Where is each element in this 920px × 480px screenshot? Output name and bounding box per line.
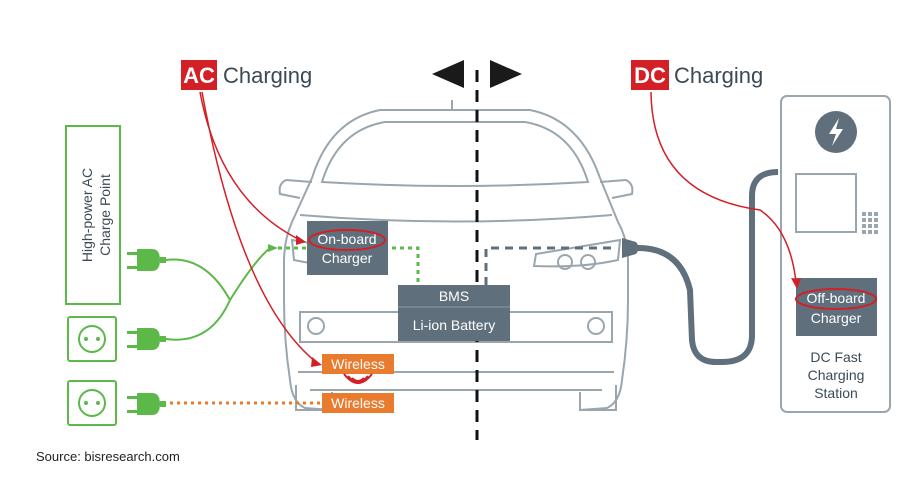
arrowhead-icon xyxy=(311,357,322,367)
onboard-charger-label-2: Charger xyxy=(322,250,373,266)
battery-label: Li-ion Battery xyxy=(413,317,495,333)
dc-badge xyxy=(631,60,669,90)
station-screen xyxy=(795,173,857,233)
ac-cable xyxy=(165,247,271,302)
bolt-icon xyxy=(829,118,843,146)
ac-badge xyxy=(181,60,217,90)
offboard-charger-label-2: Charger xyxy=(811,310,862,326)
keypad-icon xyxy=(862,212,878,234)
wireless-car-label: Wireless xyxy=(331,356,385,372)
station-label-3: Station xyxy=(814,385,858,401)
offboard-highlight-circle xyxy=(795,288,877,310)
plug-icon xyxy=(127,393,166,415)
dc-title-text: Charging xyxy=(674,63,763,88)
ac-dotted-link xyxy=(278,246,420,286)
right-arrow-icon xyxy=(490,60,522,88)
onboard-charger-label-1: On-board xyxy=(317,231,376,247)
socket-icon xyxy=(67,380,117,426)
arrowhead-icon xyxy=(791,278,801,289)
ac-charge-point-box xyxy=(65,125,121,305)
station-label-1: DC Fast xyxy=(810,349,861,365)
ac-badge-text: AC xyxy=(183,63,215,88)
station-label-2: Charging xyxy=(808,367,865,383)
cable-end-icon xyxy=(268,244,278,252)
right-headlight xyxy=(532,238,622,335)
wireless-signal-icon xyxy=(343,373,373,384)
plug-icon xyxy=(127,249,166,271)
plug-icon xyxy=(127,328,166,350)
ac-red-arrows xyxy=(199,91,317,363)
dc-red-arrow xyxy=(650,91,797,283)
socket-icon xyxy=(67,316,117,362)
wireless-ground-label: Wireless xyxy=(331,395,385,411)
arrowhead-icon xyxy=(296,235,306,245)
car-outline xyxy=(278,100,634,411)
source-credit: Source: bisresearch.com xyxy=(36,449,180,464)
bms-label: BMS xyxy=(439,288,469,304)
dc-plug-icon xyxy=(622,238,640,258)
wireless-ground-box xyxy=(322,393,394,413)
wireless-car-box xyxy=(322,354,394,374)
ac-title-text: Charging xyxy=(223,63,312,88)
ac-charge-point-label-2: Charge Point xyxy=(97,174,113,256)
dc-badge-text: DC xyxy=(634,63,666,88)
offboard-charger-label-1: Off-board xyxy=(807,290,866,306)
onboard-highlight-circle xyxy=(308,229,386,251)
left-arrow-icon xyxy=(432,60,464,88)
bms-box xyxy=(398,285,510,341)
ac-cable xyxy=(165,299,231,341)
ac-charge-point-label-1: High-power AC xyxy=(79,168,95,262)
dc-cable xyxy=(637,169,779,365)
